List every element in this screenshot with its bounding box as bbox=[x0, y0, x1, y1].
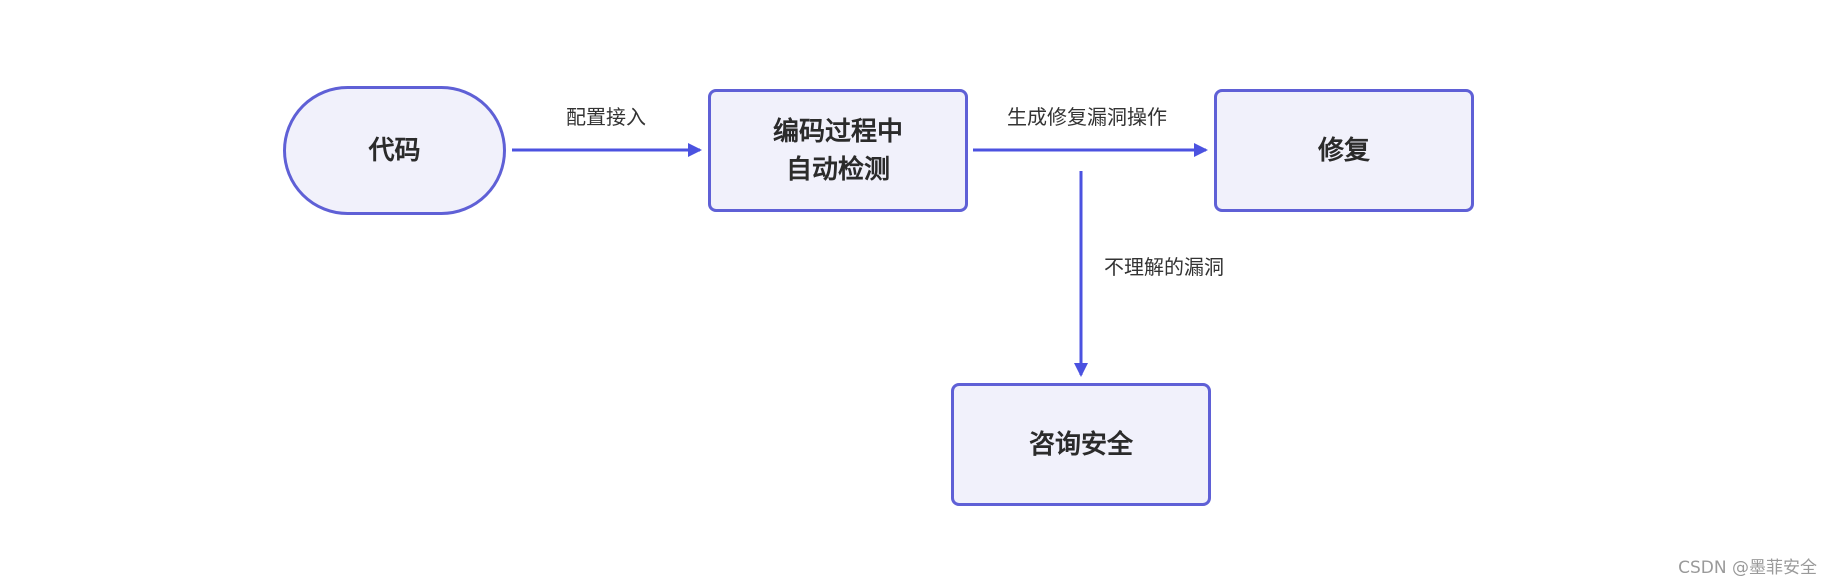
node-fix-label: 修复 bbox=[1317, 135, 1370, 166]
watermark-text: CSDN @墨菲安全 bbox=[1678, 558, 1817, 578]
node-auto-detect-label: 编码过程中 自动检测 bbox=[772, 116, 903, 185]
edge-label-not-understood: 不理解的漏洞 bbox=[1104, 255, 1224, 279]
node-auto-detect: 编码过程中 自动检测 bbox=[708, 89, 968, 212]
edge-label-config: 配置接入 bbox=[566, 105, 646, 129]
node-consult-security: 咨询安全 bbox=[951, 383, 1211, 506]
node-code: 代码 bbox=[283, 86, 506, 215]
node-code-label: 代码 bbox=[368, 135, 421, 166]
node-fix: 修复 bbox=[1214, 89, 1474, 212]
node-consult-security-label: 咨询安全 bbox=[1028, 429, 1133, 460]
edge-label-generate-fix: 生成修复漏洞操作 bbox=[1007, 105, 1167, 129]
